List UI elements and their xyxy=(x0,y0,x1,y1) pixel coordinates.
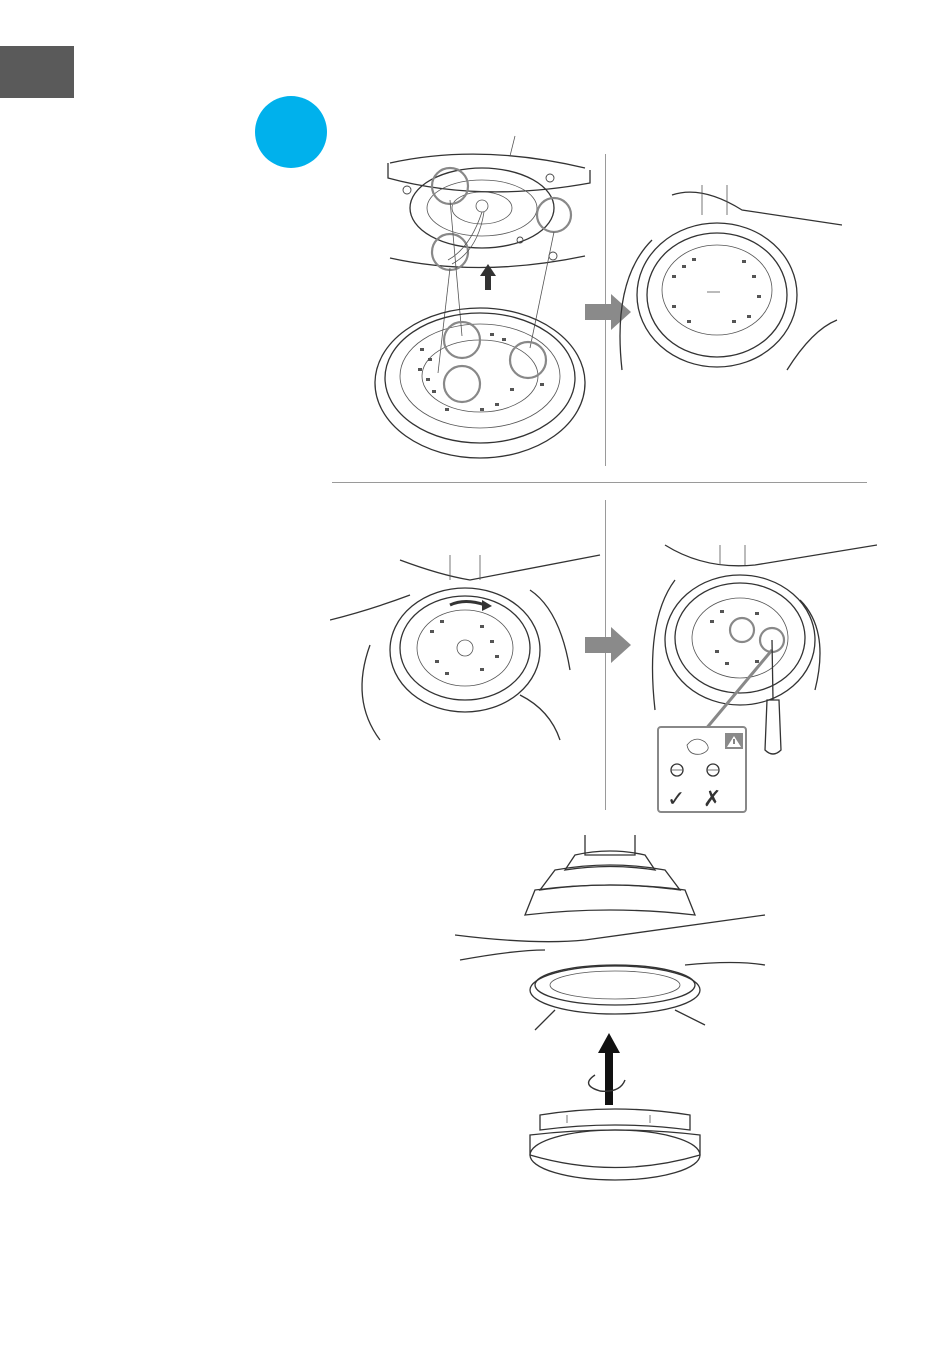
warning-triangle-icon xyxy=(725,733,743,749)
attach-light-cover-illustration xyxy=(455,835,770,1195)
panel-divider-horizontal xyxy=(332,482,867,483)
tighten-screw-illustration: ✓ ✗ xyxy=(615,540,877,815)
wrong-mark: ✗ xyxy=(703,787,721,812)
fan-base-mounting-detail-illustration xyxy=(370,128,595,468)
correct-mark: ✓ xyxy=(667,787,685,812)
step-number-badge xyxy=(255,96,327,168)
led-housing-mounted-illustration xyxy=(612,180,842,400)
page-section-tab xyxy=(0,46,74,98)
rotate-housing-illustration xyxy=(330,550,605,745)
